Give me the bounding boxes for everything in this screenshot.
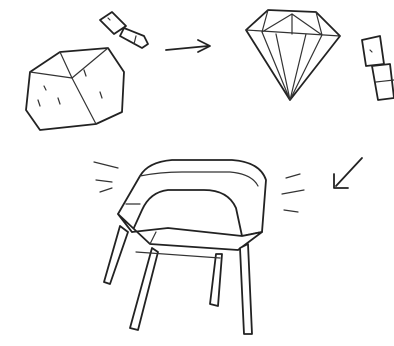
chair-icon (104, 160, 266, 334)
motion-lines-left (94, 162, 118, 192)
diamond-to-chair-arrow (334, 158, 362, 188)
motion-lines-right (282, 174, 304, 212)
rock-to-diamond-arrow (166, 40, 210, 52)
diamond-icon (246, 10, 340, 100)
chisel-icon (100, 12, 148, 48)
chisel-right-icon (362, 36, 394, 100)
rock-icon (26, 48, 124, 130)
